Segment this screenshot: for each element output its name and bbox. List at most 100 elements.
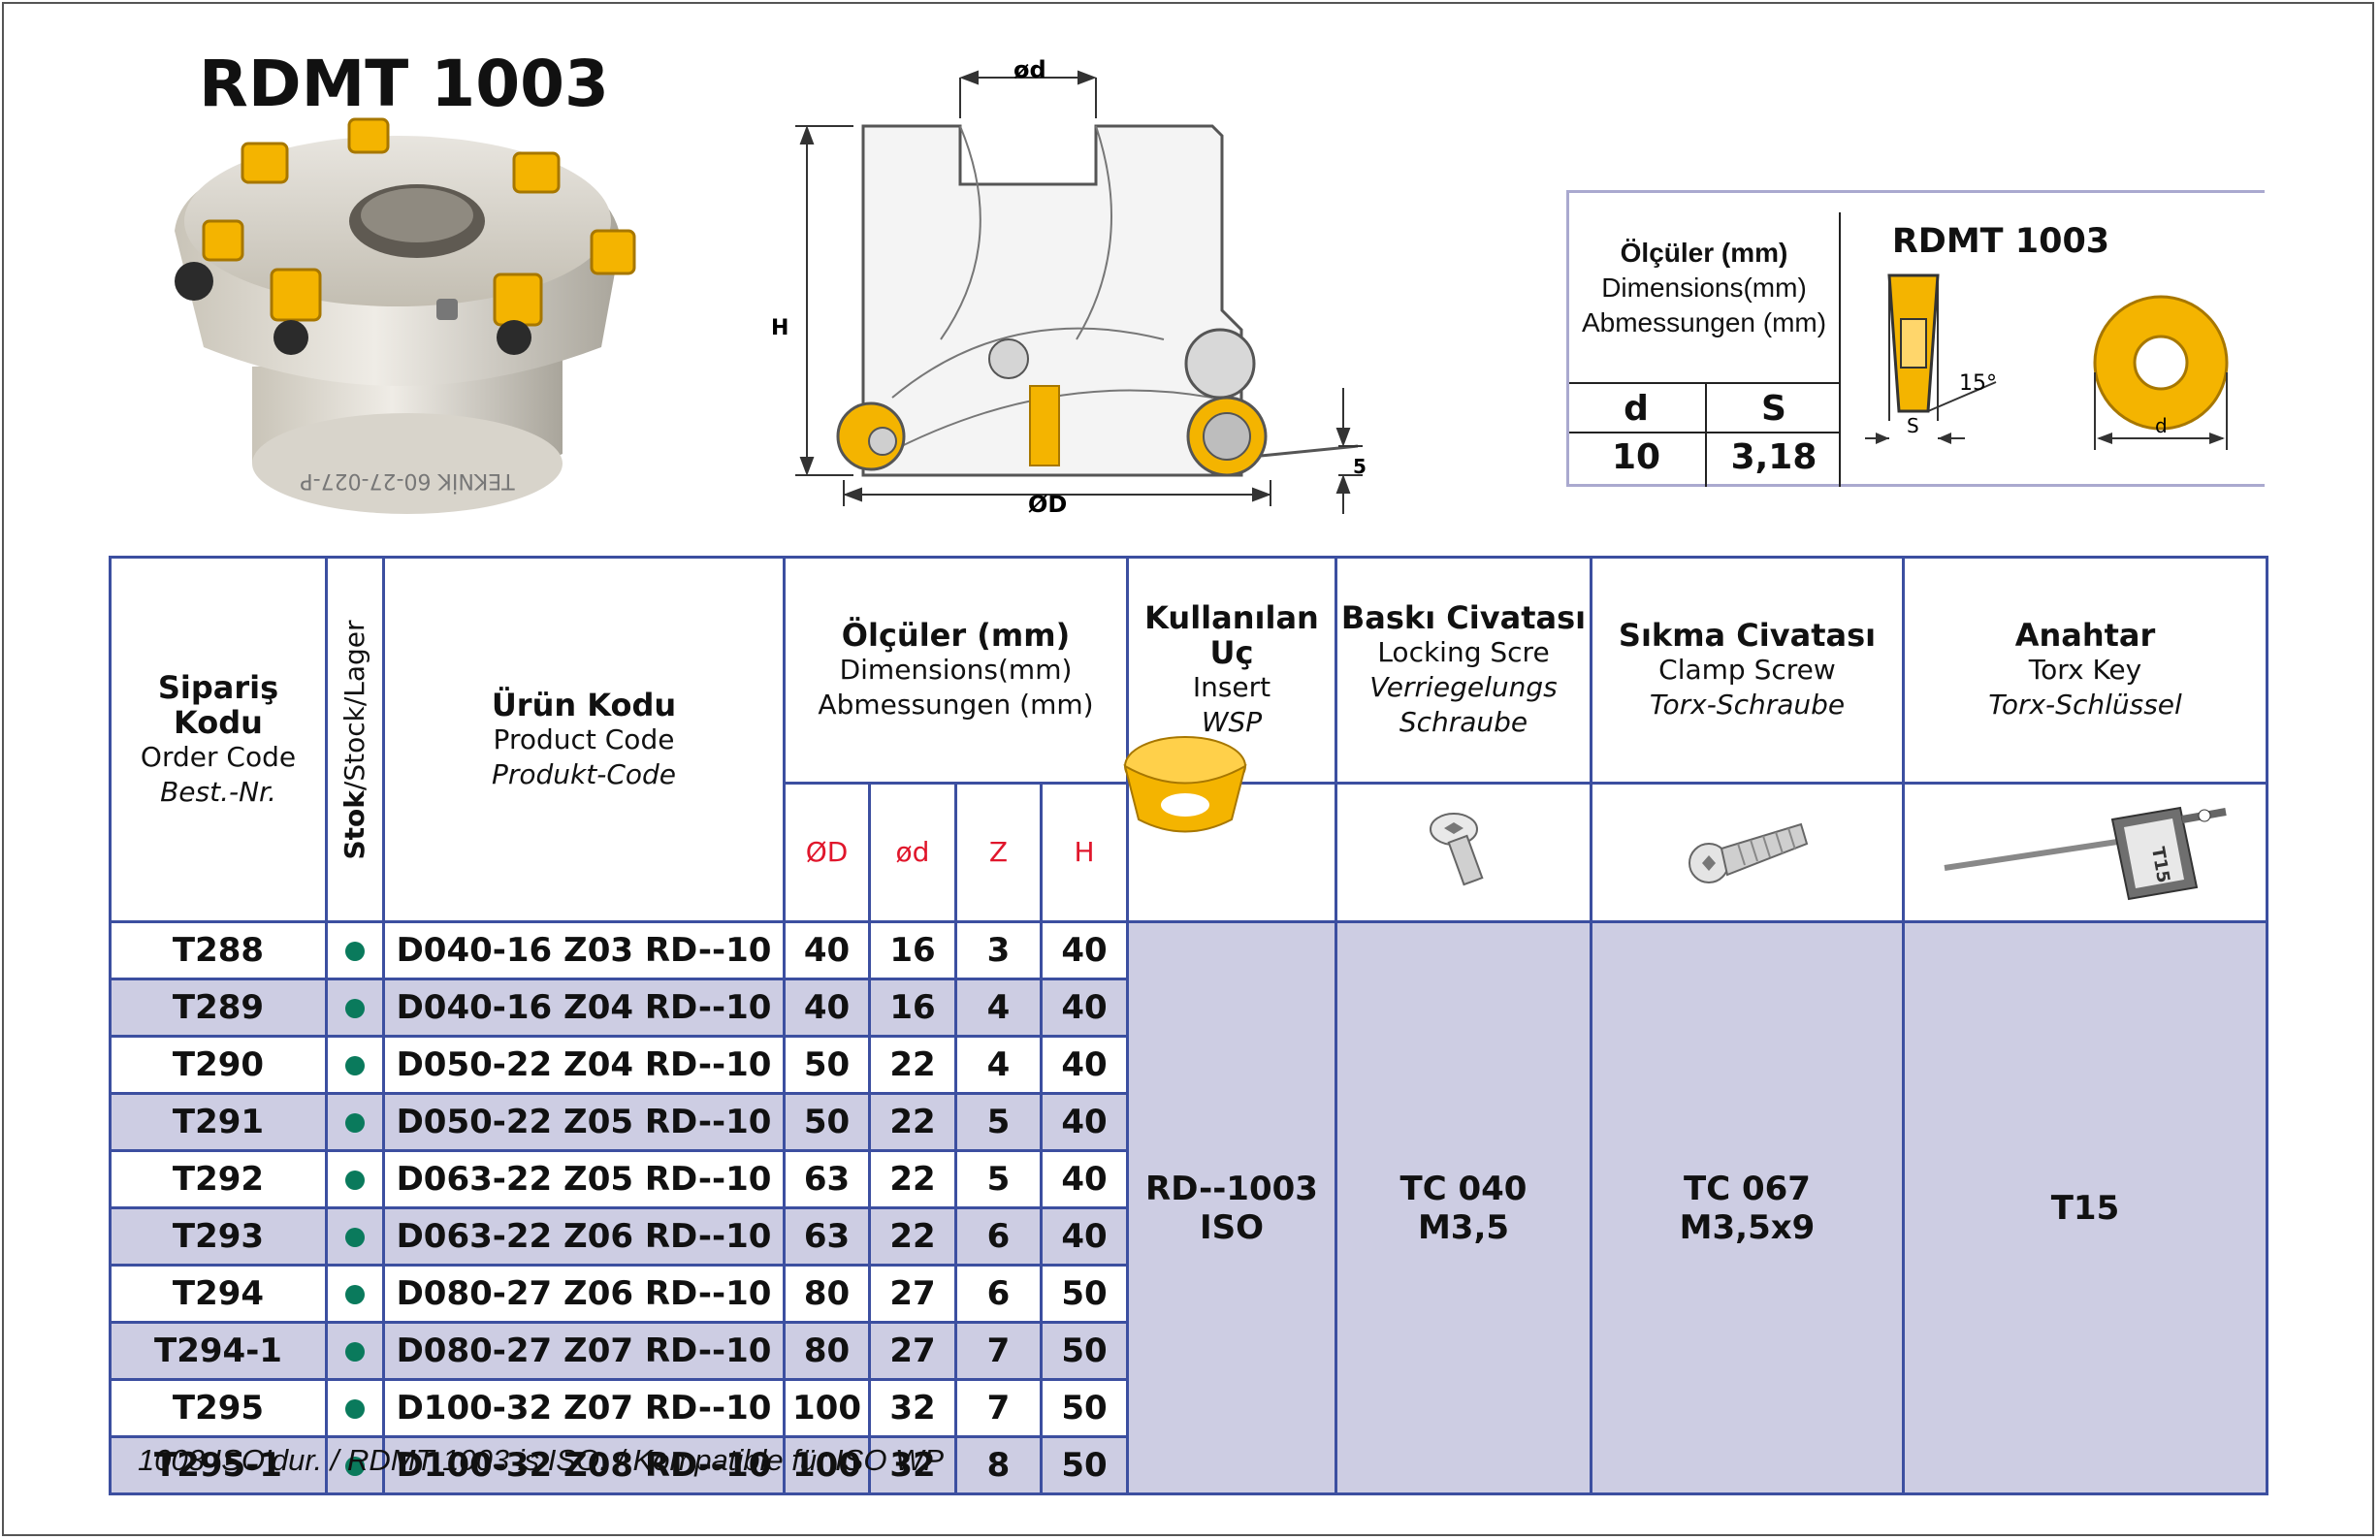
product-code-cell: D050-22 Z05 RD--10 [382, 1092, 786, 1152]
locking-screw-value-cell-line1: TC 040 [1399, 1169, 1528, 1208]
product-code-cell: D080-27 Z06 RD--10 [382, 1264, 786, 1324]
header-dimensions: Ölçüler (mm) Dimensions(mm) Abmessungen … [783, 556, 1129, 785]
locking-screw-icon [1430, 812, 1484, 885]
clamp-screw-image-cell [1590, 782, 1905, 923]
dim-header-tr: Ölçüler (mm) [1620, 237, 1788, 268]
dim-label-5: 5 [1353, 455, 1367, 478]
order-code-cell: T288 [109, 920, 328, 980]
z-cell: 3 [954, 920, 1043, 980]
stock-cell [325, 1035, 385, 1095]
header-clamp-screw: Sıkma Civatası Clamp Screw Torx-Schraube [1590, 556, 1905, 785]
h-cell: 40 [1040, 920, 1129, 980]
od-inner-cell: 16 [868, 978, 957, 1038]
h-cell: 50 [1040, 1378, 1129, 1438]
col-header-H: H [1040, 782, 1129, 923]
od-outer-cell: 80 [783, 1321, 871, 1381]
torx-key-icon: T15 [1944, 806, 2227, 900]
col-header-OD: ØD [783, 782, 871, 923]
order-code-cell: T291 [109, 1092, 328, 1152]
header-product-code: Ürün Kodu Product Code Produkt-Code [382, 556, 786, 923]
z-cell: 5 [954, 1092, 1043, 1152]
in-stock-dot-icon [345, 942, 365, 961]
z-cell: 4 [954, 1035, 1043, 1095]
stock-cell [325, 1149, 385, 1209]
od-outer-cell: 100 [783, 1435, 871, 1495]
od-inner-cell: 16 [868, 920, 957, 980]
od-outer-cell: 80 [783, 1264, 871, 1324]
insert-value-cell-line2: ISO [1199, 1207, 1265, 1247]
product-code-cell: D040-16 Z03 RD--10 [382, 920, 786, 980]
torx-key-value-cell: T15 [1902, 920, 2268, 1495]
insert-dimension-header: Ölçüler (mm) Dimensions(mm) Abmessungen … [1569, 193, 1839, 382]
h-cell: 50 [1040, 1435, 1129, 1495]
insert-title: RDMT 1003 [1891, 222, 2110, 261]
header-stock: Stok/Stock/Lager [325, 556, 385, 923]
in-stock-dot-icon [345, 1113, 365, 1133]
product-code-cell: D080-27 Z07 RD--10 [382, 1321, 786, 1381]
header-order-code: Sipariş Kodu Order Code Best.-Nr. [109, 556, 328, 923]
product-code-cell: D100-32 Z07 RD--10 [382, 1378, 786, 1438]
torx-key-value-cell-line1: T15 [2050, 1188, 2120, 1228]
clamp-screw-icon [1688, 822, 1808, 883]
od-outer-cell: 40 [783, 920, 871, 980]
in-stock-dot-icon [345, 999, 365, 1018]
z-cell: 6 [954, 1264, 1043, 1324]
insert-value-cell-line1: RD--1003 [1145, 1169, 1318, 1208]
in-stock-dot-icon [345, 1457, 365, 1476]
dim-label-h: H [771, 316, 788, 340]
od-inner-cell: 22 [868, 1035, 957, 1095]
in-stock-dot-icon [345, 1171, 365, 1190]
order-code-cell: T294 [109, 1264, 328, 1324]
dim-label-OD: ØD [1028, 491, 1067, 518]
locking-screw-image-cell [1335, 782, 1592, 923]
od-outer-cell: 50 [783, 1092, 871, 1152]
header-torx-key: Anahtar Torx Key Torx-Schlüssel [1902, 556, 2268, 785]
od-outer-cell: 40 [783, 978, 871, 1038]
insert-angle-label: 15° [1959, 371, 1997, 396]
h-cell: 40 [1040, 1206, 1129, 1267]
stock-cell [325, 978, 385, 1038]
od-inner-cell: 32 [868, 1378, 957, 1438]
od-outer-cell: 63 [783, 1206, 871, 1267]
h-cell: 40 [1040, 1149, 1129, 1209]
header-locking-screw: Baskı Civatası Locking Scre Verriegelung… [1335, 556, 1592, 785]
in-stock-dot-icon [345, 1285, 365, 1304]
od-outer-cell: 63 [783, 1149, 871, 1209]
col-header-od: ød [868, 782, 957, 923]
value-s: 3,18 [1730, 437, 1817, 477]
order-code-cell: T292 [109, 1149, 328, 1209]
in-stock-dot-icon [345, 1399, 365, 1419]
product-table: Sipariş Kodu Order Code Best.-Nr. Stok/S… [109, 556, 2268, 1495]
col-s-header: S [1761, 389, 1786, 429]
footer-note: 1003 ISO’dur. / RDMT 1003 is ISO. / Komp… [138, 1443, 944, 1477]
insert-image-cell [1123, 736, 1337, 923]
z-cell: 5 [954, 1149, 1043, 1209]
insert-label-s: S [1907, 414, 1919, 437]
insert-dimension-box: Ölçüler (mm) Dimensions(mm) Abmessungen … [1566, 190, 2265, 487]
h-cell: 40 [1040, 978, 1129, 1038]
stock-cell [325, 1264, 385, 1324]
product-code-cell: D063-22 Z05 RD--10 [382, 1149, 786, 1209]
product-code-cell: D100-32 Z08 RD--10 [382, 1435, 786, 1495]
od-inner-cell: 22 [868, 1206, 957, 1267]
order-code-cell: T295 [109, 1378, 328, 1438]
value-d: 10 [1611, 437, 1661, 477]
h-cell: 50 [1040, 1321, 1129, 1381]
col-d-header: d [1624, 389, 1649, 429]
od-inner-cell: 22 [868, 1149, 957, 1209]
order-code-cell: T289 [109, 978, 328, 1038]
od-inner-cell: 22 [868, 1092, 957, 1152]
stock-cell [325, 1378, 385, 1438]
product-code-cell: D063-22 Z06 RD--10 [382, 1206, 786, 1267]
page-title: RDMT 1003 [199, 47, 609, 121]
h-cell: 40 [1040, 1092, 1129, 1152]
product-code-cell: D050-22 Z04 RD--10 [382, 1035, 786, 1095]
